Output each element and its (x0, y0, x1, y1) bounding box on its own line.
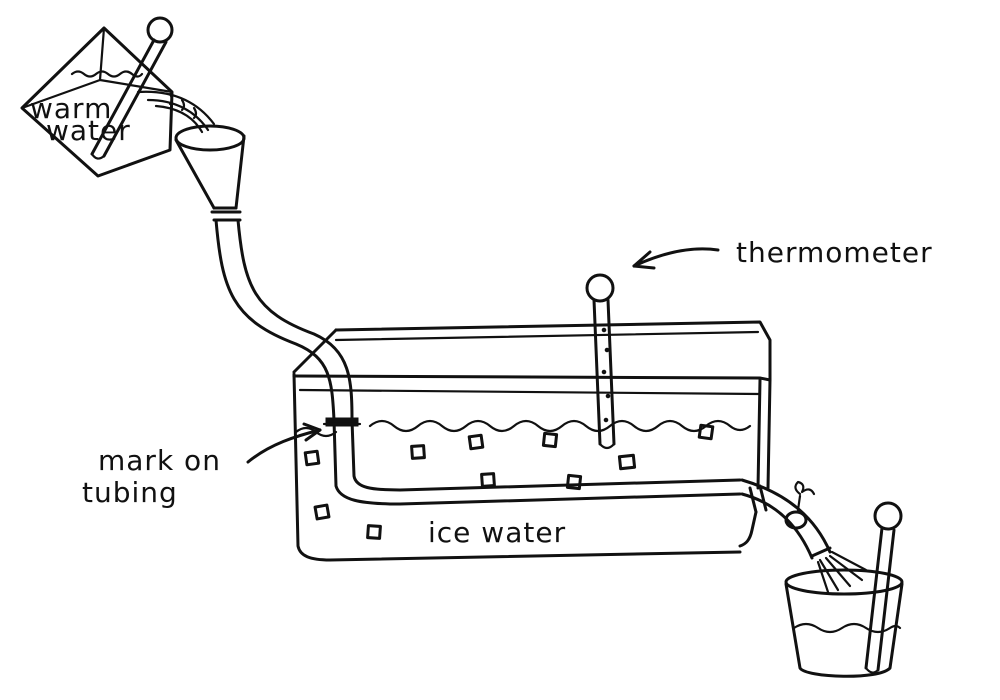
label-mark-group: mark on tubing (82, 422, 322, 509)
tank-thermometer-icon (585, 273, 616, 450)
outflow-spray (810, 546, 868, 594)
tank-icon (292, 320, 772, 562)
label-water: water (46, 114, 131, 147)
tubing-mark (322, 417, 362, 427)
label-warm-water: warm water (30, 92, 131, 147)
pitcher-icon (20, 26, 216, 178)
cup-icon (784, 568, 904, 678)
cup-thermometer-icon (864, 501, 903, 674)
label-thermometer-group: thermometer (632, 236, 933, 270)
funnel-icon (174, 124, 246, 222)
label-tubing: tubing (82, 476, 178, 509)
label-mark-on: mark on (98, 444, 221, 477)
thermometer-icon (90, 16, 174, 160)
clamp-icon (748, 480, 816, 530)
label-ice-water: ice water (428, 516, 566, 549)
label-thermometer: thermometer (736, 236, 933, 269)
label-warm: warm (30, 92, 112, 125)
